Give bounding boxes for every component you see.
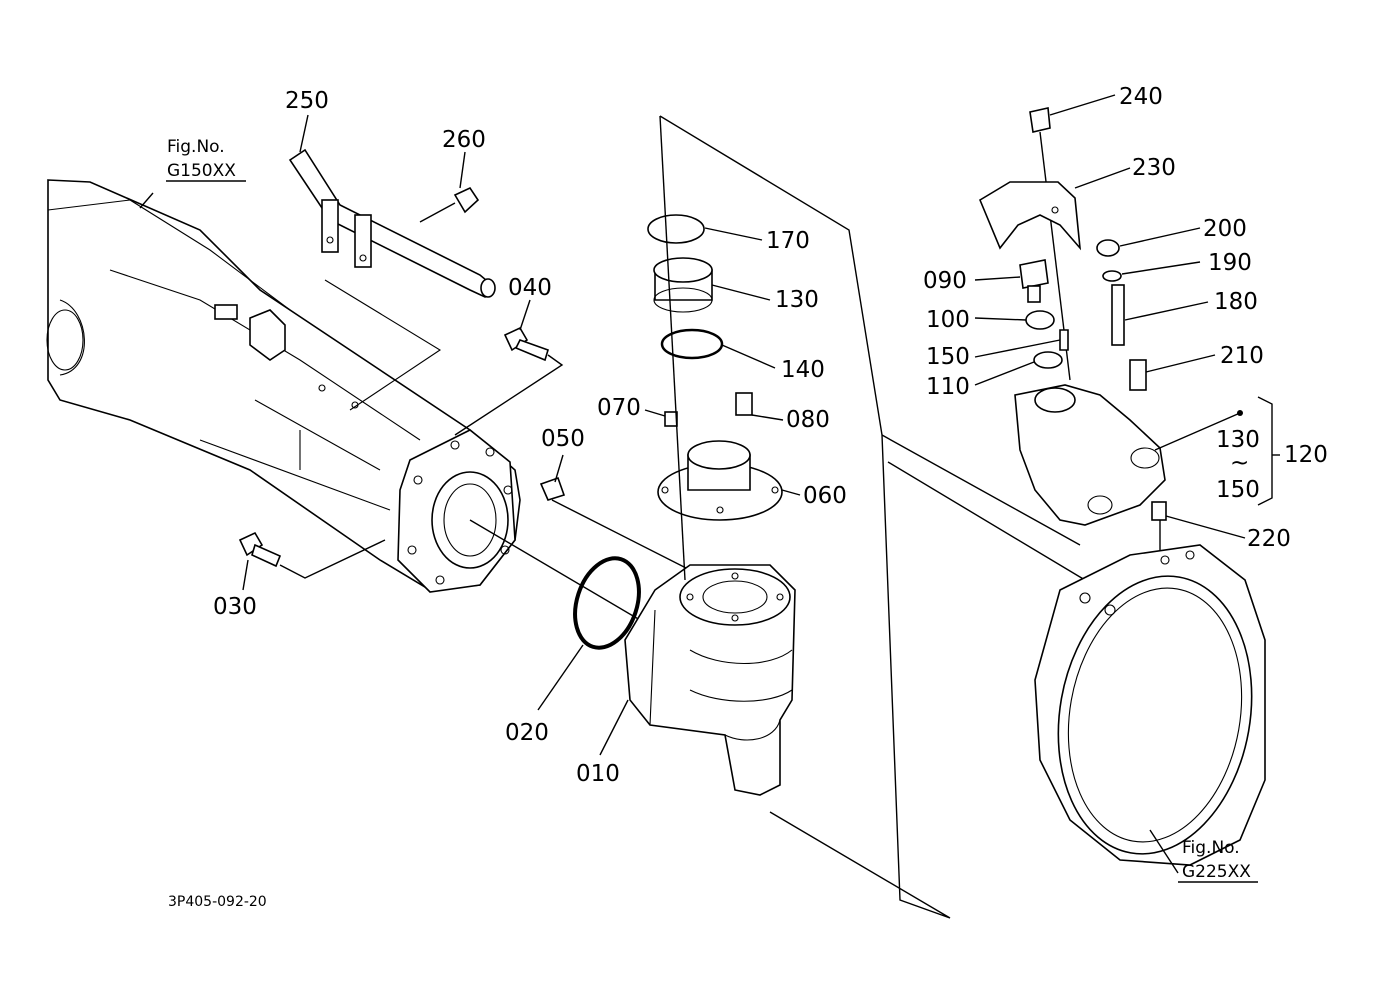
- reference-g225: Fig.No. G225XX: [1178, 838, 1258, 883]
- nut-200: [1096, 239, 1120, 257]
- callout-130: 130: [775, 287, 819, 313]
- callout-030: 030: [213, 594, 257, 620]
- axle-housing: [46, 179, 521, 593]
- callout-180: 180: [1214, 289, 1258, 315]
- leader-dot: [1237, 410, 1243, 416]
- callout-240: 240: [1119, 84, 1163, 110]
- fig-ref-2-line2: G225XX: [1182, 862, 1251, 882]
- bolt-040: [454, 326, 564, 436]
- drawing-code: 3P405-092-20: [168, 894, 267, 910]
- pipe-250: [288, 148, 496, 411]
- leader-lines: [139, 94, 1280, 874]
- fig-ref-1-line2: G150XX: [167, 161, 236, 181]
- o-ring-020: [469, 519, 641, 650]
- callout-140: 140: [781, 357, 825, 383]
- callout-110: 110: [926, 374, 970, 400]
- axis-line: [659, 115, 686, 581]
- callout-010: 010: [576, 761, 620, 787]
- callout-200: 200: [1203, 216, 1247, 242]
- bolt-080: [735, 392, 753, 416]
- callout-190: 190: [1208, 250, 1252, 276]
- callout-020: 020: [505, 720, 549, 746]
- callout-220: 220: [1247, 526, 1291, 552]
- callout-060: 060: [803, 483, 847, 509]
- reference-g150: Fig.No. G150XX: [166, 137, 246, 182]
- fig-ref-2-line1: Fig.No.: [1182, 838, 1240, 858]
- stud-180: [1111, 284, 1125, 346]
- callout-040: 040: [508, 275, 552, 301]
- callout-100: 100: [926, 307, 970, 333]
- callout-210: 210: [1220, 343, 1264, 369]
- callout-170: 170: [766, 228, 810, 254]
- callout-090: 090: [923, 268, 967, 294]
- callout-labels: 250 260 040 050 030 020 010 170 130 140 …: [213, 84, 1328, 787]
- bolt-070: [664, 411, 678, 427]
- bolt-030: [238, 531, 386, 579]
- bolt-090: [1019, 259, 1049, 303]
- knuckle-case-010: [624, 564, 796, 796]
- bush-100: [1025, 310, 1055, 330]
- callout-250: 250: [285, 88, 329, 114]
- callout-150: 150: [926, 344, 970, 370]
- callout-260: 260: [442, 127, 486, 153]
- bearing-130: [653, 257, 713, 313]
- callout-050: 050: [541, 426, 585, 452]
- callout-tilde: ~: [1230, 450, 1249, 476]
- gear-case-g225: [1034, 544, 1266, 866]
- callout-120: 120: [1284, 442, 1328, 468]
- fig-ref-1-line1: Fig.No.: [167, 137, 225, 157]
- cover-230: [978, 181, 1082, 251]
- o-ring-140: [660, 328, 724, 360]
- leader-frame-left: [659, 115, 951, 919]
- bolt-210: [1129, 359, 1147, 391]
- bushing-050: [539, 476, 691, 571]
- grease-nipple-150: [1059, 329, 1069, 351]
- seal-110: [1033, 351, 1063, 369]
- callout-070: 070: [597, 395, 641, 421]
- callout-080: 080: [786, 407, 830, 433]
- callout-230: 230: [1132, 155, 1176, 181]
- bracket-120: [1014, 384, 1166, 526]
- bolt-260: [419, 186, 480, 223]
- cover-060: [657, 440, 783, 521]
- callout-130-range: 130: [1216, 427, 1260, 453]
- pin-220: [1151, 501, 1167, 555]
- callout-150-range: 150: [1216, 477, 1260, 503]
- cap-170: [647, 214, 705, 244]
- leader-frame-right: [881, 434, 1086, 581]
- washer-190: [1102, 270, 1122, 282]
